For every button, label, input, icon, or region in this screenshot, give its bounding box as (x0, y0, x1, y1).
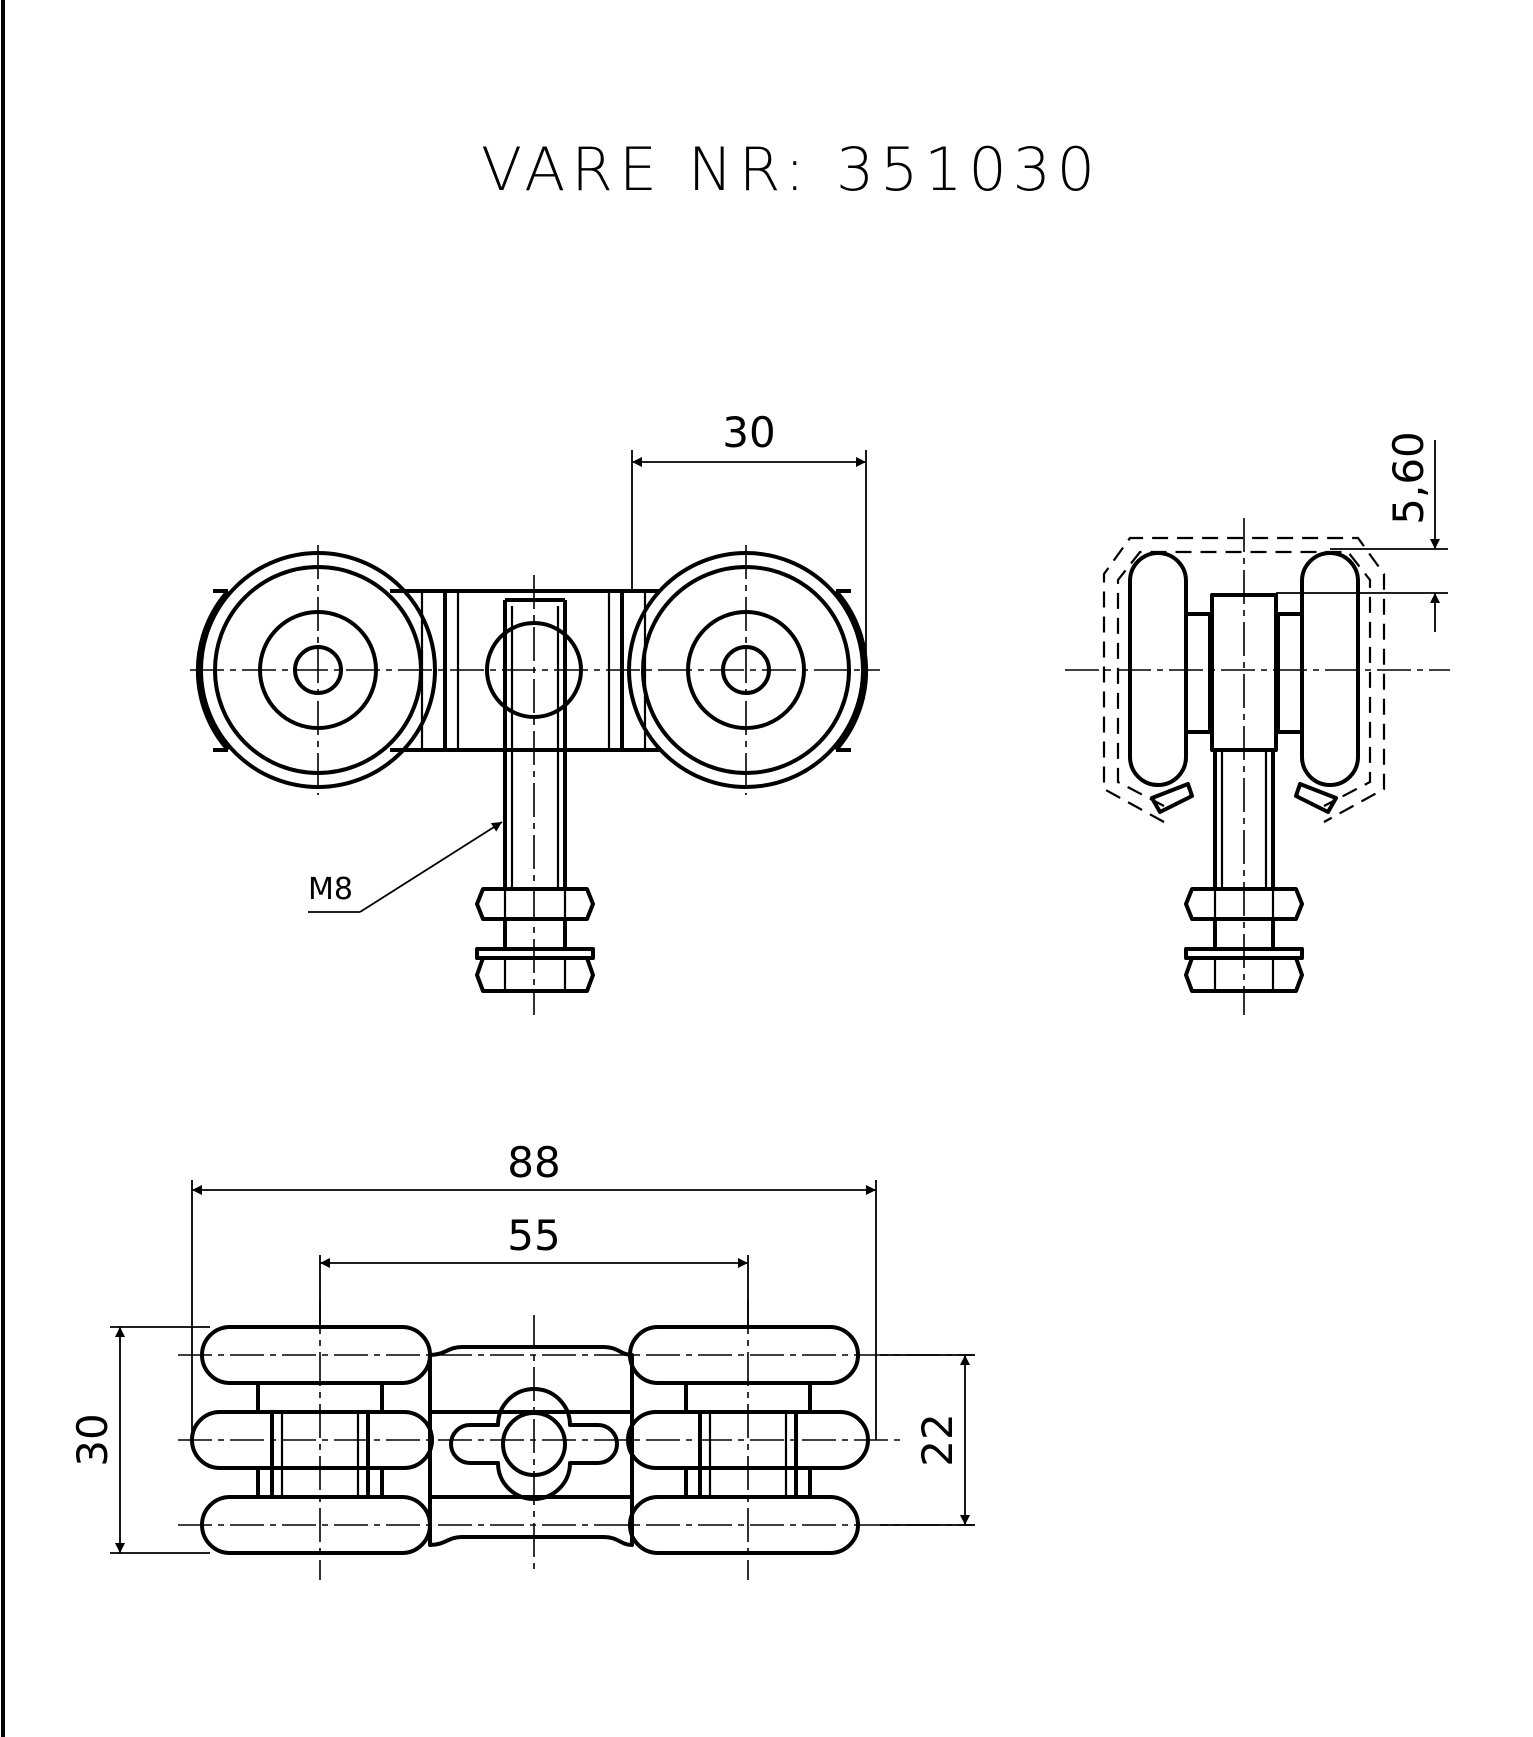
rail-profile (1102, 536, 1386, 823)
dim-clearance: 5,60 (1276, 431, 1448, 632)
dim-axle-spacing-value: 55 (507, 1211, 560, 1260)
top-view: 88 55 30 22 (68, 1138, 975, 1580)
dim-wheel-track-value: 22 (913, 1413, 962, 1466)
dim-wheel-offset-value: 30 (722, 408, 775, 457)
drawing-title: VARE NR: 351030 (481, 135, 1101, 205)
dim-overall-length: 88 (191, 1138, 877, 1440)
side-left-roller (1128, 551, 1188, 787)
dim-wheel-offset: 30 (631, 408, 867, 670)
thread-callout: M8 (308, 821, 503, 913)
front-centerlines (190, 545, 880, 1015)
dim-wheel-track: 22 (880, 1354, 975, 1526)
bolt (475, 598, 595, 993)
dim-overall-width: 30 (68, 1326, 210, 1554)
side-view: 5,60 (1065, 431, 1450, 1015)
dim-overall-width-value: 30 (68, 1413, 117, 1466)
top-centerlines (178, 1300, 975, 1580)
dim-axle-spacing: 55 (319, 1211, 749, 1327)
dim-overall-length-value: 88 (507, 1138, 560, 1187)
top-center-body (428, 1345, 634, 1547)
side-left-hub (1184, 612, 1212, 734)
dim-clearance-value: 5,60 (1384, 431, 1433, 525)
thread-label: M8 (308, 872, 353, 907)
front-view: 30 M8 (190, 408, 880, 1015)
side-right-roller (1300, 551, 1360, 787)
side-right-hub (1276, 612, 1304, 734)
